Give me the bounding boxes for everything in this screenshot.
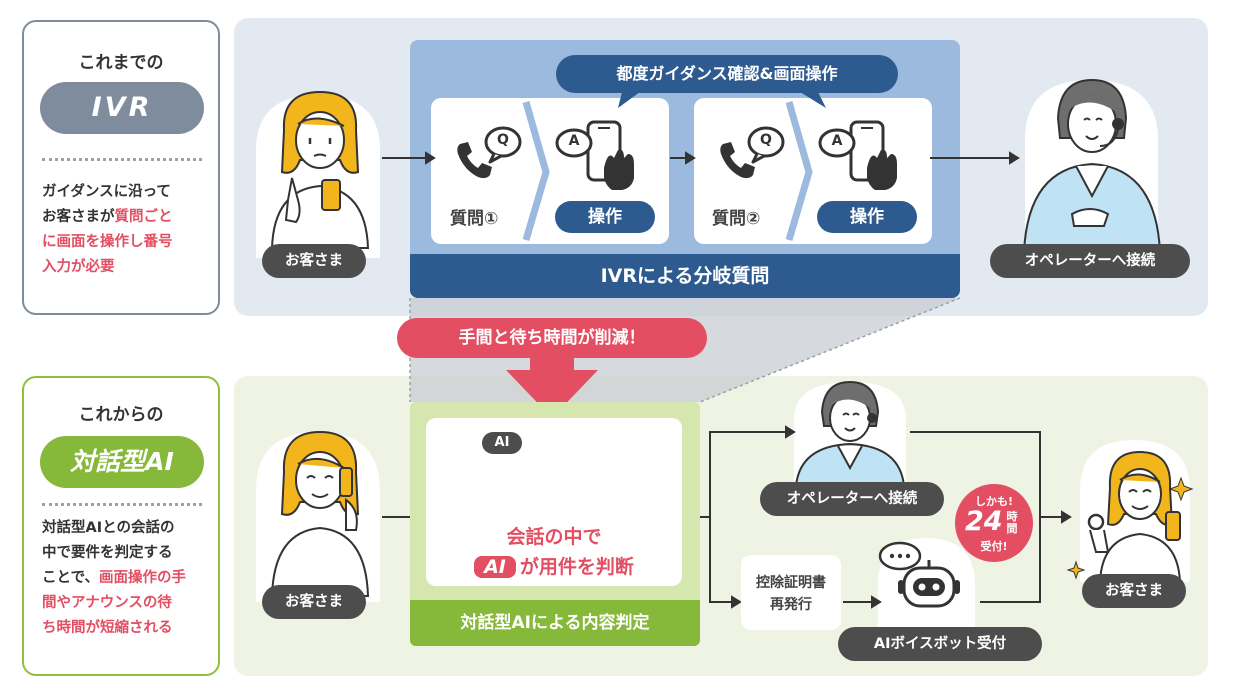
description-line: お客さまが質問ごと bbox=[42, 205, 208, 230]
ai-badge: AI bbox=[482, 432, 522, 454]
a-letter: A bbox=[568, 133, 580, 149]
description-line: 間やアナウンスの待 bbox=[42, 591, 208, 616]
customer-label: お客さま bbox=[262, 585, 366, 619]
description-line: 中で要件を判定する bbox=[42, 541, 208, 566]
description-line: 入力が必要 bbox=[42, 255, 208, 280]
happy-customer-illustration bbox=[270, 430, 370, 597]
divider bbox=[42, 503, 202, 506]
ai-judgment-card bbox=[426, 418, 682, 586]
description-text: お客さまが bbox=[42, 209, 115, 225]
ai-tag: 対話型AI bbox=[40, 436, 204, 488]
customer-label: お客さま bbox=[262, 244, 366, 278]
operator-connect-label: オペレーターへ接続 bbox=[760, 482, 944, 516]
divider bbox=[42, 158, 202, 161]
description-line: ガイダンスに沿って bbox=[42, 180, 208, 205]
reduction-banner: 手間と待ち時間が削減！ bbox=[397, 318, 707, 358]
ivr-description: ガイダンスに沿ってお客さまが質問ごとに画面を操作し番号入力が必要 bbox=[42, 180, 208, 280]
ivr-tag: IVR bbox=[40, 82, 204, 134]
badge-bottom: 受付! bbox=[980, 540, 1008, 553]
phone-icon bbox=[457, 142, 492, 179]
phone-icon bbox=[720, 142, 755, 179]
question1-label: 質問① bbox=[450, 209, 499, 229]
description-text: ことで、 bbox=[42, 570, 99, 586]
deduction-card bbox=[741, 555, 841, 630]
description-text: 間やアナウンスの待 bbox=[42, 595, 172, 611]
description-line: ことで、画面操作の手 bbox=[42, 566, 208, 591]
description-line: 対話型AIとの会話の bbox=[42, 516, 208, 541]
badge-unit: 時間 bbox=[1006, 510, 1018, 535]
q-letter: Q bbox=[497, 132, 509, 148]
ai-chip: AI bbox=[474, 556, 516, 578]
ai-line1: 会話の中で bbox=[506, 526, 602, 548]
description-text: に画面を操作し番号 bbox=[42, 234, 173, 250]
badge-number: 24 bbox=[965, 506, 1003, 537]
24h-badge: しかも! 24 時間 受付! bbox=[955, 484, 1033, 562]
description-line: に画面を操作し番号 bbox=[42, 230, 208, 255]
guidance-label: 都度ガイダンス確認&画面操作 bbox=[556, 55, 898, 93]
operate1-label: 操作 bbox=[555, 201, 655, 233]
smartphone-tap-icon bbox=[555, 120, 634, 190]
ai-description: 対話型AIとの会話の中で要件を判定することで、画面操作の手間やアナウンスの待ち時… bbox=[42, 516, 208, 641]
ai-bar-label: 対話型AIによる内容判定 bbox=[410, 600, 700, 646]
end-customer-label: お客さま bbox=[1082, 574, 1186, 608]
ai-description-card: これからの 対話型AI 対話型AIとの会話の中で要件を判定することで、画面操作の… bbox=[22, 376, 220, 676]
ai-heading: これからの bbox=[78, 405, 164, 425]
description-text: 質問ごと bbox=[114, 209, 173, 225]
description-text: 入力が必要 bbox=[42, 259, 115, 275]
ivr-description-card: これまでの IVR ガイダンスに沿ってお客さまが質問ごとに画面を操作し番号入力が… bbox=[22, 20, 220, 315]
deduction-line2: 再発行 bbox=[770, 597, 812, 613]
operate2-label: 操作 bbox=[817, 201, 917, 233]
deduction-line1: 控除証明書 bbox=[756, 575, 826, 591]
description-text: ち時間が短縮される bbox=[42, 620, 173, 636]
operator-connect-label: オペレーターへ接続 bbox=[990, 244, 1190, 278]
ivr-bar-label: IVRによる分岐質問 bbox=[410, 254, 960, 298]
description-text: 対話型AIとの会話の bbox=[42, 520, 175, 536]
description-line: ち時間が短縮される bbox=[42, 616, 208, 641]
operator-illustration bbox=[1022, 78, 1162, 253]
satisfied-customer-illustration bbox=[1066, 450, 1194, 583]
worried-customer-illustration bbox=[270, 90, 370, 249]
ai-line2-text: が用件を判断 bbox=[519, 556, 634, 578]
description-text: ガイダンスに沿って bbox=[42, 184, 171, 200]
smartphone-tap-icon bbox=[818, 120, 897, 190]
q-bubble-icon bbox=[484, 126, 522, 164]
ivr-heading: これまでの bbox=[78, 53, 164, 73]
voicebot-robot-icon bbox=[878, 541, 960, 608]
q-bubble-icon bbox=[747, 126, 785, 164]
ai-flow-panel bbox=[234, 376, 1208, 676]
badge-top: しかも! bbox=[974, 495, 1014, 508]
description-text: 中で要件を判定する bbox=[42, 545, 173, 561]
q-letter: Q bbox=[760, 132, 772, 148]
a-letter: A bbox=[831, 133, 843, 149]
voicebot-label: AIボイスボット受付 bbox=[838, 627, 1042, 661]
operator-illustration bbox=[794, 380, 906, 487]
question2-label: 質問② bbox=[712, 209, 761, 229]
description-text: 画面操作の手 bbox=[99, 570, 186, 586]
